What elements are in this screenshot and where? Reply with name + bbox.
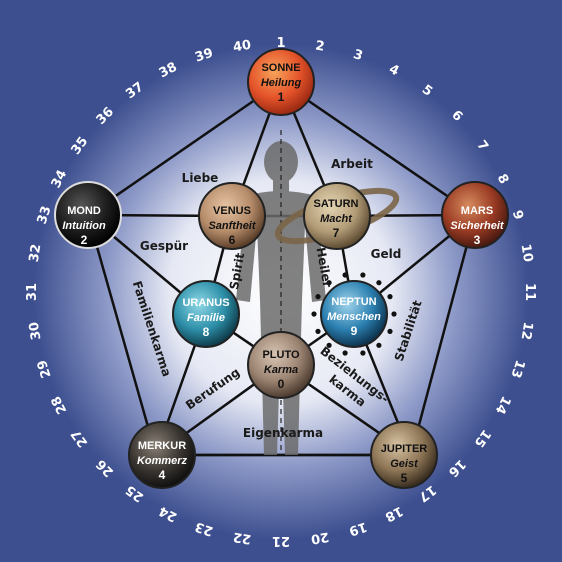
planet-venus-keyword: Sanftheit xyxy=(208,220,256,232)
ring-number-28: 28 xyxy=(49,393,71,416)
neptun-dot xyxy=(391,311,397,317)
planet-mond-number: 2 xyxy=(81,233,88,247)
planet-merkur-number: 4 xyxy=(159,468,166,482)
planet-uranus: URANUS Familie 8 xyxy=(172,280,240,348)
planet-neptun: NEPTUN Menschen 9 xyxy=(320,280,388,348)
ring-number-1: 1 xyxy=(276,36,285,51)
planet-uranus-number: 8 xyxy=(203,325,210,339)
planet-sonne-number: 1 xyxy=(278,90,285,104)
ring-number-38: 38 xyxy=(157,60,180,82)
planet-saturn-number: 7 xyxy=(333,226,340,240)
planet-sonne: SONNE Heilung 1 xyxy=(247,48,315,116)
neptun-dots xyxy=(311,272,397,356)
neptun-dot xyxy=(360,350,366,356)
ring-number-21: 21 xyxy=(272,533,290,548)
planet-neptun-number: 9 xyxy=(351,324,358,338)
ring-number-13: 13 xyxy=(507,358,527,380)
ring-number-32: 32 xyxy=(27,243,45,263)
neptun-dot xyxy=(311,311,317,317)
planet-pluto-name: PLUTO xyxy=(262,349,300,361)
ring-number-34: 34 xyxy=(49,168,71,191)
planet-mond: MOND Intuition 2 xyxy=(54,181,122,249)
planet-venus-name: VENUS xyxy=(213,205,251,217)
label-arbeit: Arbeit xyxy=(331,157,373,171)
neptun-dot xyxy=(315,328,321,334)
planet-mond-name: MOND xyxy=(67,205,101,217)
ring-number-33: 33 xyxy=(35,204,55,226)
planet-venus: VENUS Sanftheit 6 xyxy=(198,182,266,250)
planet-pluto-number: 0 xyxy=(278,377,285,391)
ring-number-18: 18 xyxy=(382,503,405,525)
neptun-dot xyxy=(342,272,348,278)
ring-number-24: 24 xyxy=(157,503,180,525)
ring-number-12: 12 xyxy=(518,321,536,341)
neptun-dot xyxy=(326,342,332,348)
planet-pluto-keyword: Karma xyxy=(264,364,298,376)
neptun-dot xyxy=(387,328,393,334)
ring-number-19: 19 xyxy=(347,518,369,538)
planet-saturn-name: SATURN xyxy=(313,198,358,210)
label-eigenkarma: Eigenkarma xyxy=(243,426,323,440)
planet-mars-keyword: Sicherheit xyxy=(450,220,505,232)
planet-merkur-keyword: Kommerz xyxy=(137,455,188,467)
neptun-dot xyxy=(376,342,382,348)
ring-number-30: 30 xyxy=(27,321,45,341)
planet-mars-name: MARS xyxy=(461,205,493,217)
label-spirit: Spirit xyxy=(227,252,247,291)
neptun-dot xyxy=(376,280,382,286)
planet-sonne-keyword: Heilung xyxy=(261,77,302,89)
planet-merkur: MERKUR Kommerz 4 xyxy=(128,421,196,489)
planet-saturn: SATURN Macht 7 xyxy=(303,182,371,250)
ring-number-22: 22 xyxy=(232,529,252,547)
ring-number-2: 2 xyxy=(314,38,325,54)
planet-jupiter-number: 5 xyxy=(401,471,408,485)
ring-number-23: 23 xyxy=(193,518,215,538)
planet-mars: MARS Sicherheit 3 xyxy=(441,181,509,249)
ring-number-3: 3 xyxy=(351,47,364,64)
neptun-dot xyxy=(387,294,393,300)
ring-number-11: 11 xyxy=(522,283,537,301)
label-geld: Geld xyxy=(371,247,402,261)
planet-merkur-name: MERKUR xyxy=(138,440,186,452)
planet-uranus-name: URANUS xyxy=(182,297,229,309)
ring-number-20: 20 xyxy=(310,529,330,547)
neptun-dot xyxy=(342,350,348,356)
ring-number-40: 40 xyxy=(232,38,252,56)
planet-jupiter: JUPITER Geist 5 xyxy=(370,421,438,489)
planet-uranus-keyword: Familie xyxy=(187,312,225,324)
ring-number-9: 9 xyxy=(509,209,526,222)
ring-number-14: 14 xyxy=(492,393,514,416)
ring-number-31: 31 xyxy=(25,283,40,301)
planet-neptun-keyword: Menschen xyxy=(327,311,381,323)
ring-number-39: 39 xyxy=(193,46,215,66)
neptun-dot xyxy=(315,294,321,300)
planet-neptun-name: NEPTUN xyxy=(331,296,376,308)
neptun-dot xyxy=(360,272,366,278)
label-gespuer: Gespür xyxy=(140,239,188,253)
planet-mond-keyword: Intuition xyxy=(62,220,106,232)
neptun-dot xyxy=(326,280,332,286)
label-heiler: Heiler xyxy=(314,246,335,288)
ring-number-29: 29 xyxy=(35,358,55,380)
planet-sonne-name: SONNE xyxy=(261,62,300,74)
planet-jupiter-keyword: Geist xyxy=(390,458,419,470)
planet-venus-number: 6 xyxy=(229,233,236,247)
label-liebe: Liebe xyxy=(182,171,219,185)
planet-jupiter-name: JUPITER xyxy=(381,443,428,455)
planet-pluto: PLUTO Karma 0 xyxy=(247,331,315,399)
ring-number-10: 10 xyxy=(518,243,536,263)
planet-mars-number: 3 xyxy=(474,233,481,247)
planet-saturn-keyword: Macht xyxy=(320,213,353,225)
